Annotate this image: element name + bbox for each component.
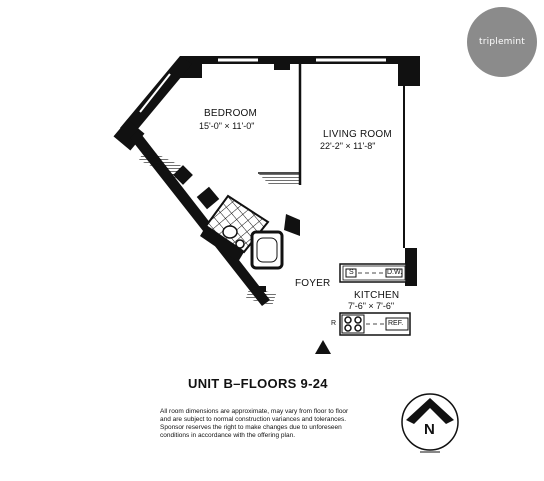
disclaimer-line: conditions in accordance with the offeri… xyxy=(160,432,296,439)
unit-title: UNIT B–FLOORS 9-24 xyxy=(188,376,328,391)
living-room-dims: 22'-2" × 11'-8" xyxy=(320,141,376,151)
right-wall xyxy=(403,86,417,286)
sink-label: S xyxy=(349,269,354,276)
bathroom xyxy=(200,194,300,270)
kitchen-dims: 7'-6" × 7'-6" xyxy=(348,301,395,311)
partition-wall xyxy=(258,64,302,185)
kitchen-name: KITCHEN xyxy=(354,290,400,301)
kitchen-counter-lower xyxy=(339,312,411,336)
range-label: R xyxy=(331,320,337,327)
kitchen-counter-upper xyxy=(339,263,407,283)
angled-wall-lower xyxy=(130,130,276,306)
triplemint-logo[interactable]: triplemint xyxy=(467,7,537,77)
living-room-name: LIVING ROOM xyxy=(323,129,392,140)
north-compass xyxy=(401,393,459,453)
bedroom-name: BEDROOM xyxy=(204,108,258,119)
entry-marker xyxy=(315,340,331,354)
foyer-name: FOYER xyxy=(295,278,331,289)
dishwasher-label: D.W. xyxy=(387,269,403,276)
north-label: N xyxy=(424,421,435,438)
disclaimer-line: and are subject to normal construction v… xyxy=(160,416,347,423)
disclaimer: All room dimensions are approximate, may… xyxy=(160,408,400,440)
refrigerator-label: REF. xyxy=(388,320,404,327)
angled-wall-upper xyxy=(113,56,192,151)
top-wall xyxy=(180,56,420,86)
logo-text: triplemint xyxy=(479,37,525,47)
bedroom-dims: 15'-0" × 11'-0" xyxy=(199,121,255,131)
disclaimer-line: All room dimensions are approximate, may… xyxy=(160,408,349,415)
disclaimer-line: Sponsor reserves the right to make chang… xyxy=(160,424,342,431)
